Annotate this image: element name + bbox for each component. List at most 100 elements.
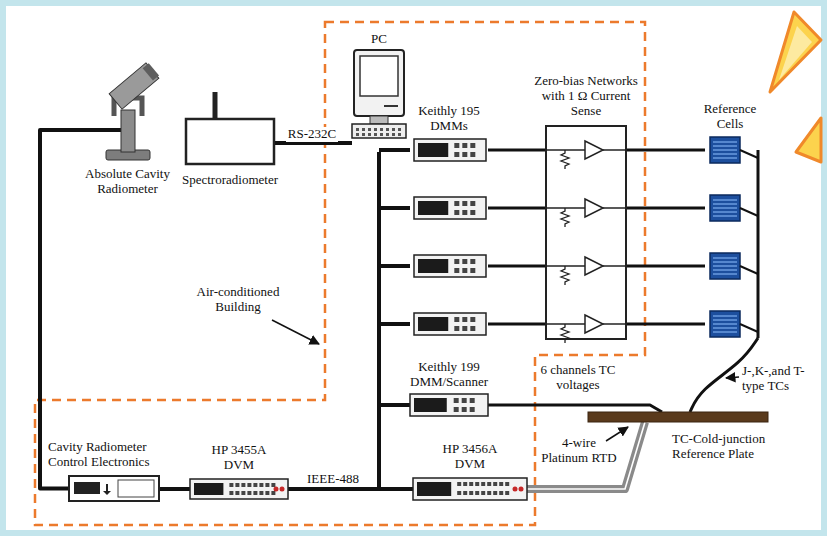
wire-connector <box>488 265 545 268</box>
resistor-symbol <box>561 150 569 169</box>
resistor-symbol <box>561 266 569 285</box>
signal-label: RS-232C <box>286 127 338 142</box>
edge-label-anchor: IEEE-488 <box>297 469 369 487</box>
node-label: PC <box>339 32 419 47</box>
control-symbol <box>103 484 111 495</box>
edge-label-anchor: 6 channels TC voltages <box>537 363 619 393</box>
shape-drawing <box>190 479 288 499</box>
input-terminal <box>519 487 524 492</box>
reference-cell <box>710 311 740 337</box>
meter-button <box>265 483 269 487</box>
leader-arrow <box>272 320 319 344</box>
meter-button <box>470 152 475 157</box>
key <box>368 133 371 136</box>
meter-button <box>454 407 459 412</box>
cell-stripe <box>713 212 737 213</box>
meter-button <box>470 201 475 206</box>
sun-ray <box>796 118 821 162</box>
meter-button <box>462 268 467 273</box>
shape-drawing <box>80 58 175 163</box>
tube-aperture <box>143 63 159 80</box>
edge-label-anchor: RS-232C <box>280 124 344 142</box>
radiometer-tube <box>109 63 159 109</box>
cell-group: Reference Cells <box>705 138 765 338</box>
disk-slot <box>384 105 398 107</box>
meter-button <box>470 407 475 412</box>
meter-button <box>253 483 257 487</box>
meter-button <box>505 482 509 486</box>
wire-connector <box>488 405 662 412</box>
connector-group <box>40 130 758 489</box>
key <box>368 128 371 131</box>
cell-stripe <box>713 216 737 217</box>
thermocouple-lead <box>740 324 758 332</box>
amplifier-symbol <box>585 141 603 159</box>
mount-pedestal <box>121 110 135 152</box>
shape-drawing <box>68 475 160 502</box>
resistor-symbol <box>561 208 569 227</box>
plate-bar <box>588 412 768 422</box>
input-terminal <box>280 487 285 492</box>
meter-case <box>413 478 527 500</box>
node-label: Keithly 195 DMMs <box>404 104 494 134</box>
cell-stripe <box>713 208 737 209</box>
key <box>386 133 389 136</box>
wire-connector <box>627 149 705 152</box>
wire-connector <box>160 487 190 491</box>
cell-stripe <box>713 270 737 271</box>
meter-button <box>462 143 467 148</box>
key <box>356 128 359 131</box>
meter-button <box>462 152 467 157</box>
key <box>386 128 389 131</box>
resistor-symbol <box>561 324 569 343</box>
node-label: Reference Cells <box>690 102 770 132</box>
node-label: Cavity Radiometer Control Electronics <box>48 440 188 470</box>
meter-button <box>454 152 459 157</box>
wire-connector <box>627 265 705 268</box>
meter-button <box>462 407 467 412</box>
wire-connector <box>379 152 410 405</box>
meter-button <box>475 491 479 495</box>
meter-case <box>410 394 488 416</box>
wire-connector <box>288 152 379 489</box>
reference-cell <box>710 137 740 163</box>
control-display <box>74 482 100 494</box>
meter-display <box>414 398 447 412</box>
meter-icon <box>414 313 486 335</box>
node-label: HP 3455A DVM <box>199 443 279 473</box>
node-label: HP 3456A DVM <box>430 442 510 472</box>
control-case <box>69 476 159 501</box>
meter-button <box>229 483 233 487</box>
meter-button <box>493 482 497 486</box>
meter-case <box>414 255 486 277</box>
meter-button <box>454 201 459 206</box>
node-label: TC-Cold-junction Reference Plate <box>672 432 807 462</box>
thermocouple-lead <box>740 266 758 274</box>
meter-button <box>454 210 459 215</box>
meter-button <box>462 317 467 322</box>
reference-plate: TC-Cold-junction Reference Plate <box>588 412 768 422</box>
voltmeter-panel <box>413 478 527 500</box>
annotation-label: Air-conditioned Building <box>178 285 298 315</box>
meter-button <box>505 491 509 495</box>
network-box: Zero-bias Networks with 1 Ω Current Sens… <box>545 125 627 340</box>
meter-button <box>462 398 467 403</box>
meter-button <box>253 491 257 495</box>
meter-button <box>457 482 461 486</box>
key <box>362 128 365 131</box>
cell-stripe <box>713 146 737 147</box>
cell-stripe <box>713 154 737 155</box>
meter-button <box>265 491 269 495</box>
note-anchor: Air-conditioned Building <box>178 285 298 315</box>
meter-button <box>481 491 485 495</box>
meter-case <box>190 479 288 499</box>
meter-icon <box>414 255 486 277</box>
note-anchor: 4-wire Platinum RTD <box>538 436 620 466</box>
circuit-wire <box>603 149 627 151</box>
voltmeter-icon: HP 3456A DVM <box>413 478 527 500</box>
node-label: Keithly 199 DMM/Scanner <box>404 360 494 390</box>
cell-stripe <box>713 150 737 151</box>
meter-button <box>241 483 245 487</box>
keyboard <box>352 124 406 138</box>
